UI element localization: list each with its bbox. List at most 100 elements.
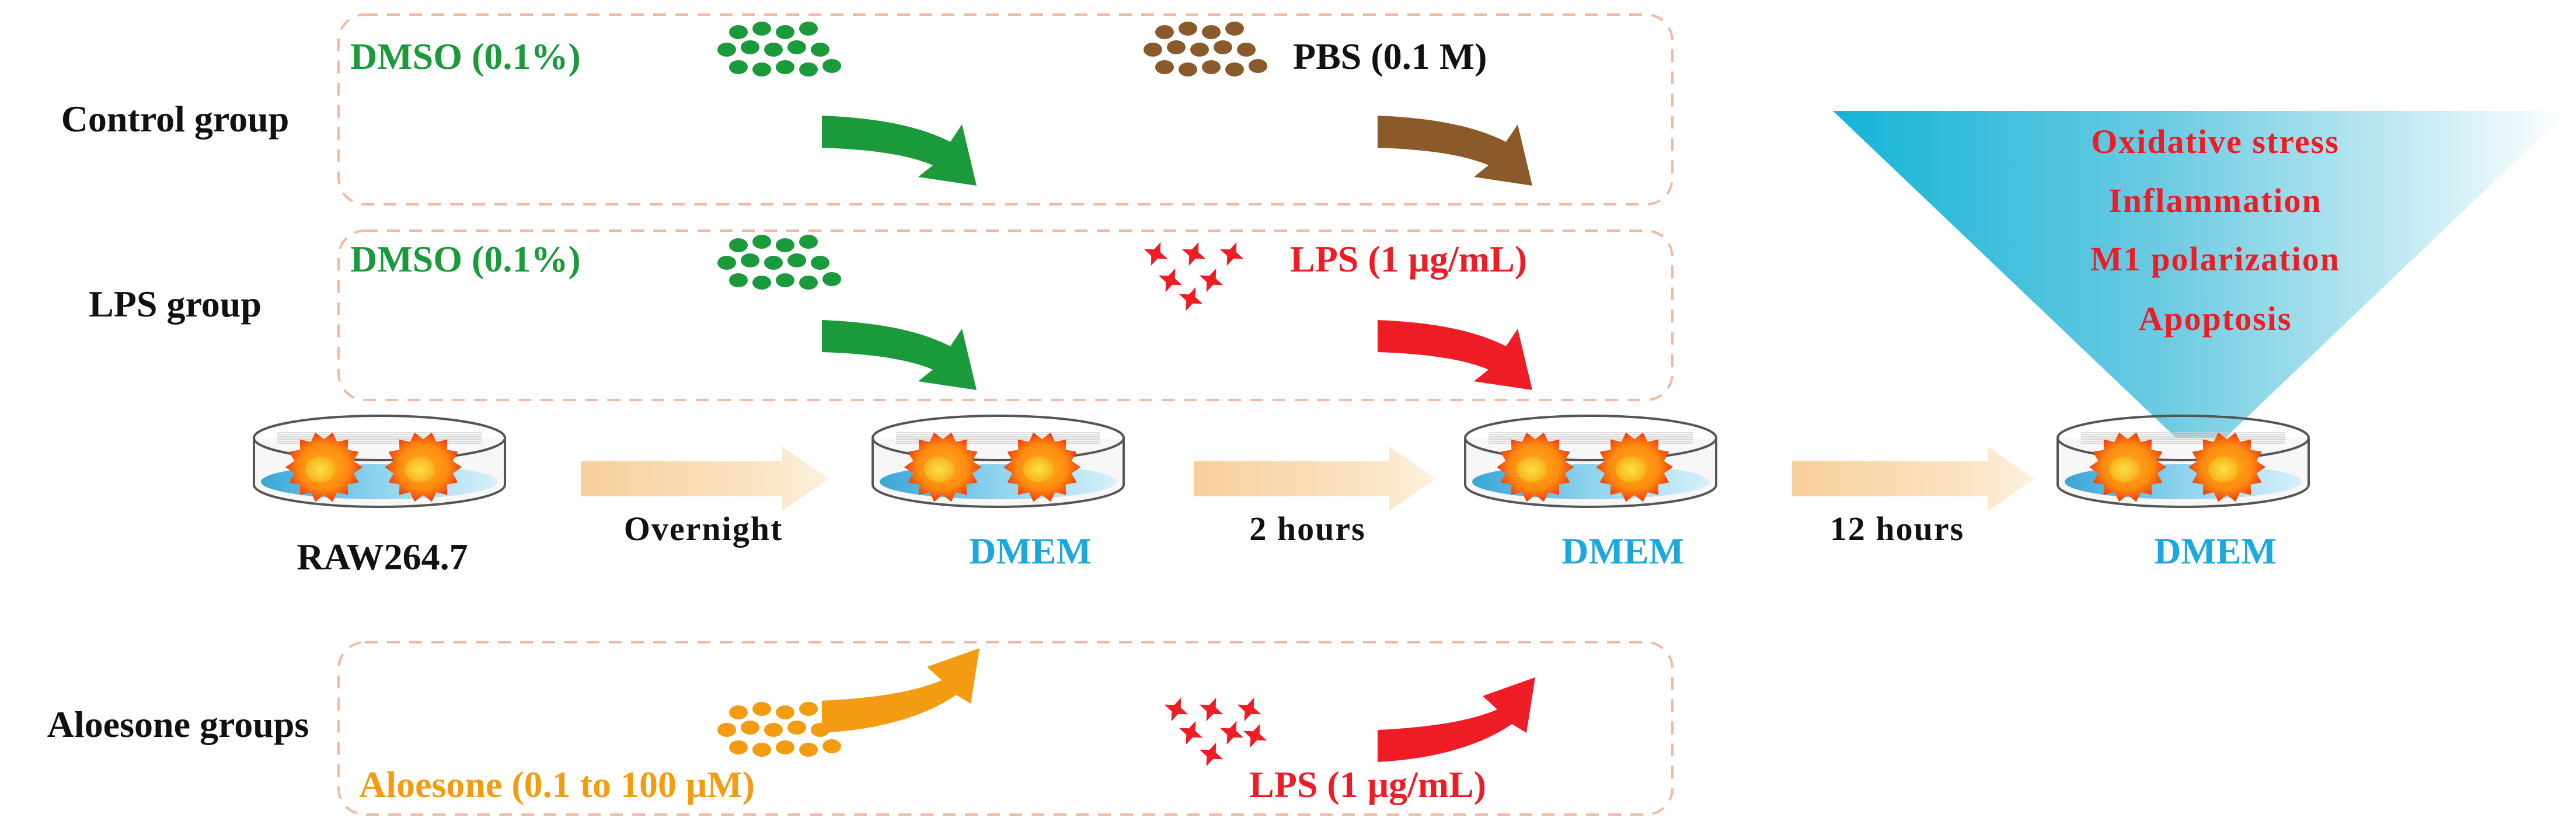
aloesone-label: Aloesone (0.1 to 100 μM) (359, 764, 755, 805)
particle (776, 740, 794, 754)
medium-label-3: DMEM (2154, 530, 2277, 572)
particle (752, 22, 771, 36)
outcome-apoptosis: Apoptosis (2139, 300, 2292, 338)
lps-molecule (1179, 287, 1203, 311)
dmso-particles (717, 235, 841, 290)
aloesone-lps-label: LPS (1 μg/mL) (1249, 764, 1486, 805)
particle (811, 43, 829, 57)
particle (822, 59, 841, 73)
particle (1167, 40, 1186, 54)
culture-dish-2 (1464, 415, 1717, 508)
dmso-particles (717, 22, 841, 76)
aloesone-particles (717, 702, 841, 757)
culture-dish-1 (872, 415, 1125, 508)
timeline-arrow-overnight (581, 447, 829, 511)
particle (741, 253, 759, 267)
particle (764, 43, 783, 57)
particle (822, 272, 841, 286)
outcome-inflammation: Inflammation (2108, 182, 2322, 220)
particle (729, 705, 748, 719)
lps-addition-arrow (1378, 320, 1532, 390)
particle (729, 238, 748, 252)
particle (752, 702, 771, 716)
outcome-m1-polarization: M1 polarization (2090, 240, 2340, 278)
lps-molecule (1179, 721, 1203, 745)
lps-molecule (1219, 721, 1244, 745)
particle (1202, 60, 1221, 74)
lps-molecule (1181, 242, 1206, 266)
aloesone-group-box (337, 641, 1674, 816)
particle (799, 743, 818, 757)
particle (752, 276, 771, 290)
group-label-lps: LPS group (89, 283, 262, 325)
particle (752, 743, 771, 757)
lps-molecule (1144, 242, 1168, 266)
lps-molecule (1237, 697, 1261, 722)
particle (776, 273, 794, 287)
control-group-box (337, 13, 1674, 206)
aloesone-addition-arrow (822, 648, 979, 733)
step-label-12-hours: 12 hours (1830, 510, 1964, 548)
particle (717, 43, 736, 57)
particle (799, 62, 818, 76)
culture-dish-3 (2056, 415, 2310, 508)
particle (752, 62, 771, 76)
lps-molecule (1243, 723, 1267, 748)
particle (741, 40, 759, 54)
cell-nucleus (405, 457, 435, 482)
particle (1214, 40, 1232, 54)
particle (752, 235, 771, 249)
lps-molecule (1199, 697, 1223, 722)
lps-molecules (1144, 242, 1244, 311)
cell-nucleus (1616, 457, 1646, 482)
culture-dish-raw264-7 (253, 415, 506, 508)
particle (1190, 43, 1209, 57)
outcome-funnel (1833, 111, 2568, 461)
particle (729, 740, 748, 754)
cell-nucleus (1517, 457, 1547, 482)
particle (822, 739, 841, 753)
particle (717, 723, 736, 737)
particle (799, 235, 818, 249)
step-label-overnight: Overnight (624, 510, 783, 548)
group-label-aloesone: Aloesone groups (47, 704, 309, 745)
lps-dmso-label: DMSO (0.1%) (350, 238, 581, 280)
particle (1144, 43, 1162, 57)
dmso-addition-arrow (822, 320, 977, 390)
lps-lps-label: LPS (1 μg/mL) (1290, 238, 1527, 280)
particle (764, 256, 783, 270)
particle (787, 40, 806, 54)
pbs-addition-arrow (1378, 116, 1532, 186)
cell-nucleus (2109, 457, 2139, 482)
particle (799, 22, 818, 36)
particle (729, 273, 748, 287)
particle (787, 253, 806, 267)
particle (776, 238, 794, 252)
pbs-particles (1144, 22, 1267, 76)
particle (729, 60, 748, 74)
particle (717, 256, 736, 270)
lps-molecules (1164, 697, 1267, 767)
particle (776, 60, 794, 74)
particle (1249, 59, 1267, 73)
control-dmso-label: DMSO (0.1%) (350, 36, 581, 77)
lps-molecule (1158, 268, 1183, 293)
particle (1225, 62, 1244, 76)
lps-addition-arrow (1378, 677, 1535, 762)
step-label-2-hours: 2 hours (1249, 510, 1365, 548)
particle (1179, 62, 1197, 76)
particle (741, 721, 759, 735)
particle (764, 723, 783, 737)
lps-molecule (1199, 268, 1223, 293)
lps-molecule (1164, 697, 1188, 722)
medium-label-1: DMEM (969, 530, 1092, 572)
timeline-arrow-12-hours (1792, 447, 2034, 511)
particle (1202, 25, 1221, 39)
lps-group-box (337, 229, 1674, 401)
group-label-control: Control group (61, 98, 290, 140)
timeline-arrow-2-hours (1194, 447, 1436, 511)
cell-nucleus (1023, 457, 1054, 482)
medium-label-2: DMEM (1561, 530, 1684, 572)
control-pbs-label: PBS (0.1 M) (1293, 36, 1487, 77)
